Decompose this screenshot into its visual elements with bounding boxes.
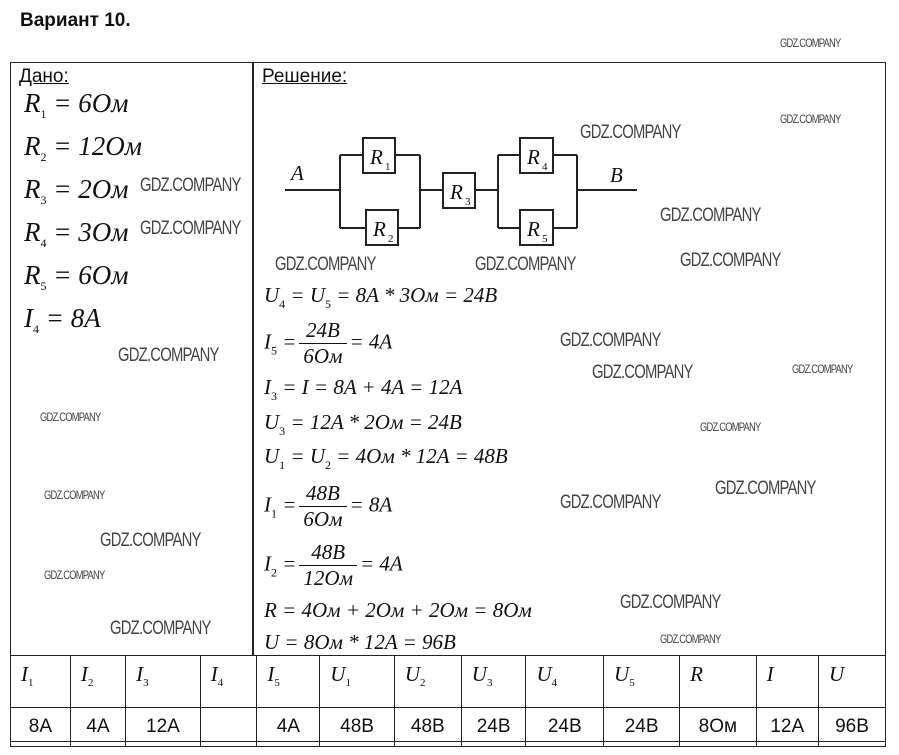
watermark: GDZ.COMPANY bbox=[140, 175, 241, 196]
watermark: GDZ.COMPANY bbox=[140, 218, 241, 239]
given-item: R3 = 2Ом bbox=[24, 174, 129, 207]
solution-header: Решение: bbox=[262, 66, 348, 87]
table-header-cell: R bbox=[679, 655, 757, 708]
table-value-cell: 4A bbox=[69, 707, 127, 747]
table-value-cell: 12A bbox=[125, 707, 201, 747]
watermark: GDZ.COMPANY bbox=[715, 478, 816, 499]
r3-sub: 3 bbox=[465, 196, 471, 208]
r5-sub: 5 bbox=[542, 233, 548, 245]
table-header-cell: U bbox=[817, 655, 887, 708]
table-header-cell: U4 bbox=[525, 655, 605, 708]
formula-u3: U3 = 12A * 2Ом = 24B bbox=[264, 410, 462, 438]
r3-label: R bbox=[449, 180, 463, 204]
watermark: GDZ.COMPANY bbox=[110, 618, 211, 639]
given-item: I4 = 8A bbox=[24, 303, 101, 336]
given-item: R2 = 12Ом bbox=[24, 131, 142, 164]
table-value-cell bbox=[199, 707, 258, 747]
r2-sub: 2 bbox=[388, 233, 394, 245]
watermark: GDZ.COMPANY bbox=[275, 254, 376, 275]
table-header-cell: U3 bbox=[460, 655, 527, 708]
formula-u-total: U = 8Ом * 12A = 96B bbox=[264, 630, 456, 654]
table-header-cell: I1 bbox=[10, 655, 71, 708]
watermark: GDZ.COMPANY bbox=[660, 632, 721, 646]
table-header-cell: U2 bbox=[393, 655, 462, 708]
watermark: GDZ.COMPANY bbox=[680, 250, 781, 271]
table-value-cell: 4A bbox=[256, 707, 321, 747]
table-value-cell: 8Ом bbox=[679, 707, 757, 747]
watermark: GDZ.COMPANY bbox=[44, 488, 105, 502]
formula-r-total: R = 4Ом + 2Ом + 2Ом = 8Ом bbox=[264, 598, 532, 622]
watermark: GDZ.COMPANY bbox=[792, 362, 853, 376]
formula-u4-u5: U4 = U5 = 8A * 3Ом = 24B bbox=[264, 283, 498, 311]
table-header-cell: I5 bbox=[256, 655, 321, 708]
r4-label: R bbox=[526, 145, 540, 169]
table-value-cell: 24B bbox=[460, 707, 527, 747]
given-item: R1 = 6Ом bbox=[24, 88, 129, 121]
table-value-cell: 48B bbox=[319, 707, 395, 747]
watermark: GDZ.COMPANY bbox=[475, 254, 576, 275]
watermark: GDZ.COMPANY bbox=[700, 420, 761, 434]
formula-u1-u2: U1 = U2 = 4Ом * 12A = 48B bbox=[264, 444, 508, 472]
table-value-cell: 48B bbox=[393, 707, 462, 747]
table-header-cell: I4 bbox=[199, 655, 258, 708]
table-value-cell: 96B bbox=[817, 707, 887, 747]
watermark: GDZ.COMPANY bbox=[580, 122, 681, 143]
page-title: Вариант 10. bbox=[20, 10, 131, 31]
given-header: Дано: bbox=[19, 66, 69, 87]
watermark: GDZ.COMPANY bbox=[660, 205, 761, 226]
watermark: GDZ.COMPANY bbox=[100, 530, 201, 551]
watermark: GDZ.COMPANY bbox=[560, 330, 661, 351]
r1-label: R bbox=[369, 145, 383, 169]
r5-label: R bbox=[526, 217, 540, 241]
r4-sub: 4 bbox=[542, 161, 548, 173]
column-divider bbox=[252, 62, 254, 656]
watermark: GDZ.COMPANY bbox=[44, 568, 105, 582]
watermark: GDZ.COMPANY bbox=[780, 112, 841, 126]
table-header-cell: I3 bbox=[125, 655, 201, 708]
circuit-diagram: A B R R R R R 1 2 3 4 5 bbox=[285, 137, 637, 246]
watermark: GDZ.COMPANY bbox=[40, 410, 101, 424]
given-item: R5 = 6Ом bbox=[24, 260, 129, 293]
table-header-cell: I bbox=[755, 655, 819, 708]
table-value-cell: 8A bbox=[10, 707, 71, 747]
table-header-cell: U5 bbox=[603, 655, 681, 708]
node-b-label: B bbox=[610, 163, 623, 187]
table-value-cell: 24B bbox=[603, 707, 681, 747]
table-header-cell: U1 bbox=[319, 655, 395, 708]
watermark: GDZ.COMPANY bbox=[118, 345, 219, 366]
given-item: R4 = 3Ом bbox=[24, 217, 129, 250]
table-value-cell: 24B bbox=[525, 707, 605, 747]
watermark: GDZ.COMPANY bbox=[620, 592, 721, 613]
r2-label: R bbox=[372, 217, 386, 241]
table-value-cell: 12A bbox=[755, 707, 819, 747]
watermark: GDZ.COMPANY bbox=[560, 492, 661, 513]
watermark: GDZ.COMPANY bbox=[592, 362, 693, 383]
node-a-label: A bbox=[289, 161, 304, 185]
r1-sub: 1 bbox=[385, 161, 391, 173]
formula-i3: I3 = I = 8A + 4A = 12A bbox=[264, 375, 463, 403]
watermark: GDZ.COMPANY bbox=[780, 36, 841, 50]
table-header-cell: I2 bbox=[69, 655, 127, 708]
